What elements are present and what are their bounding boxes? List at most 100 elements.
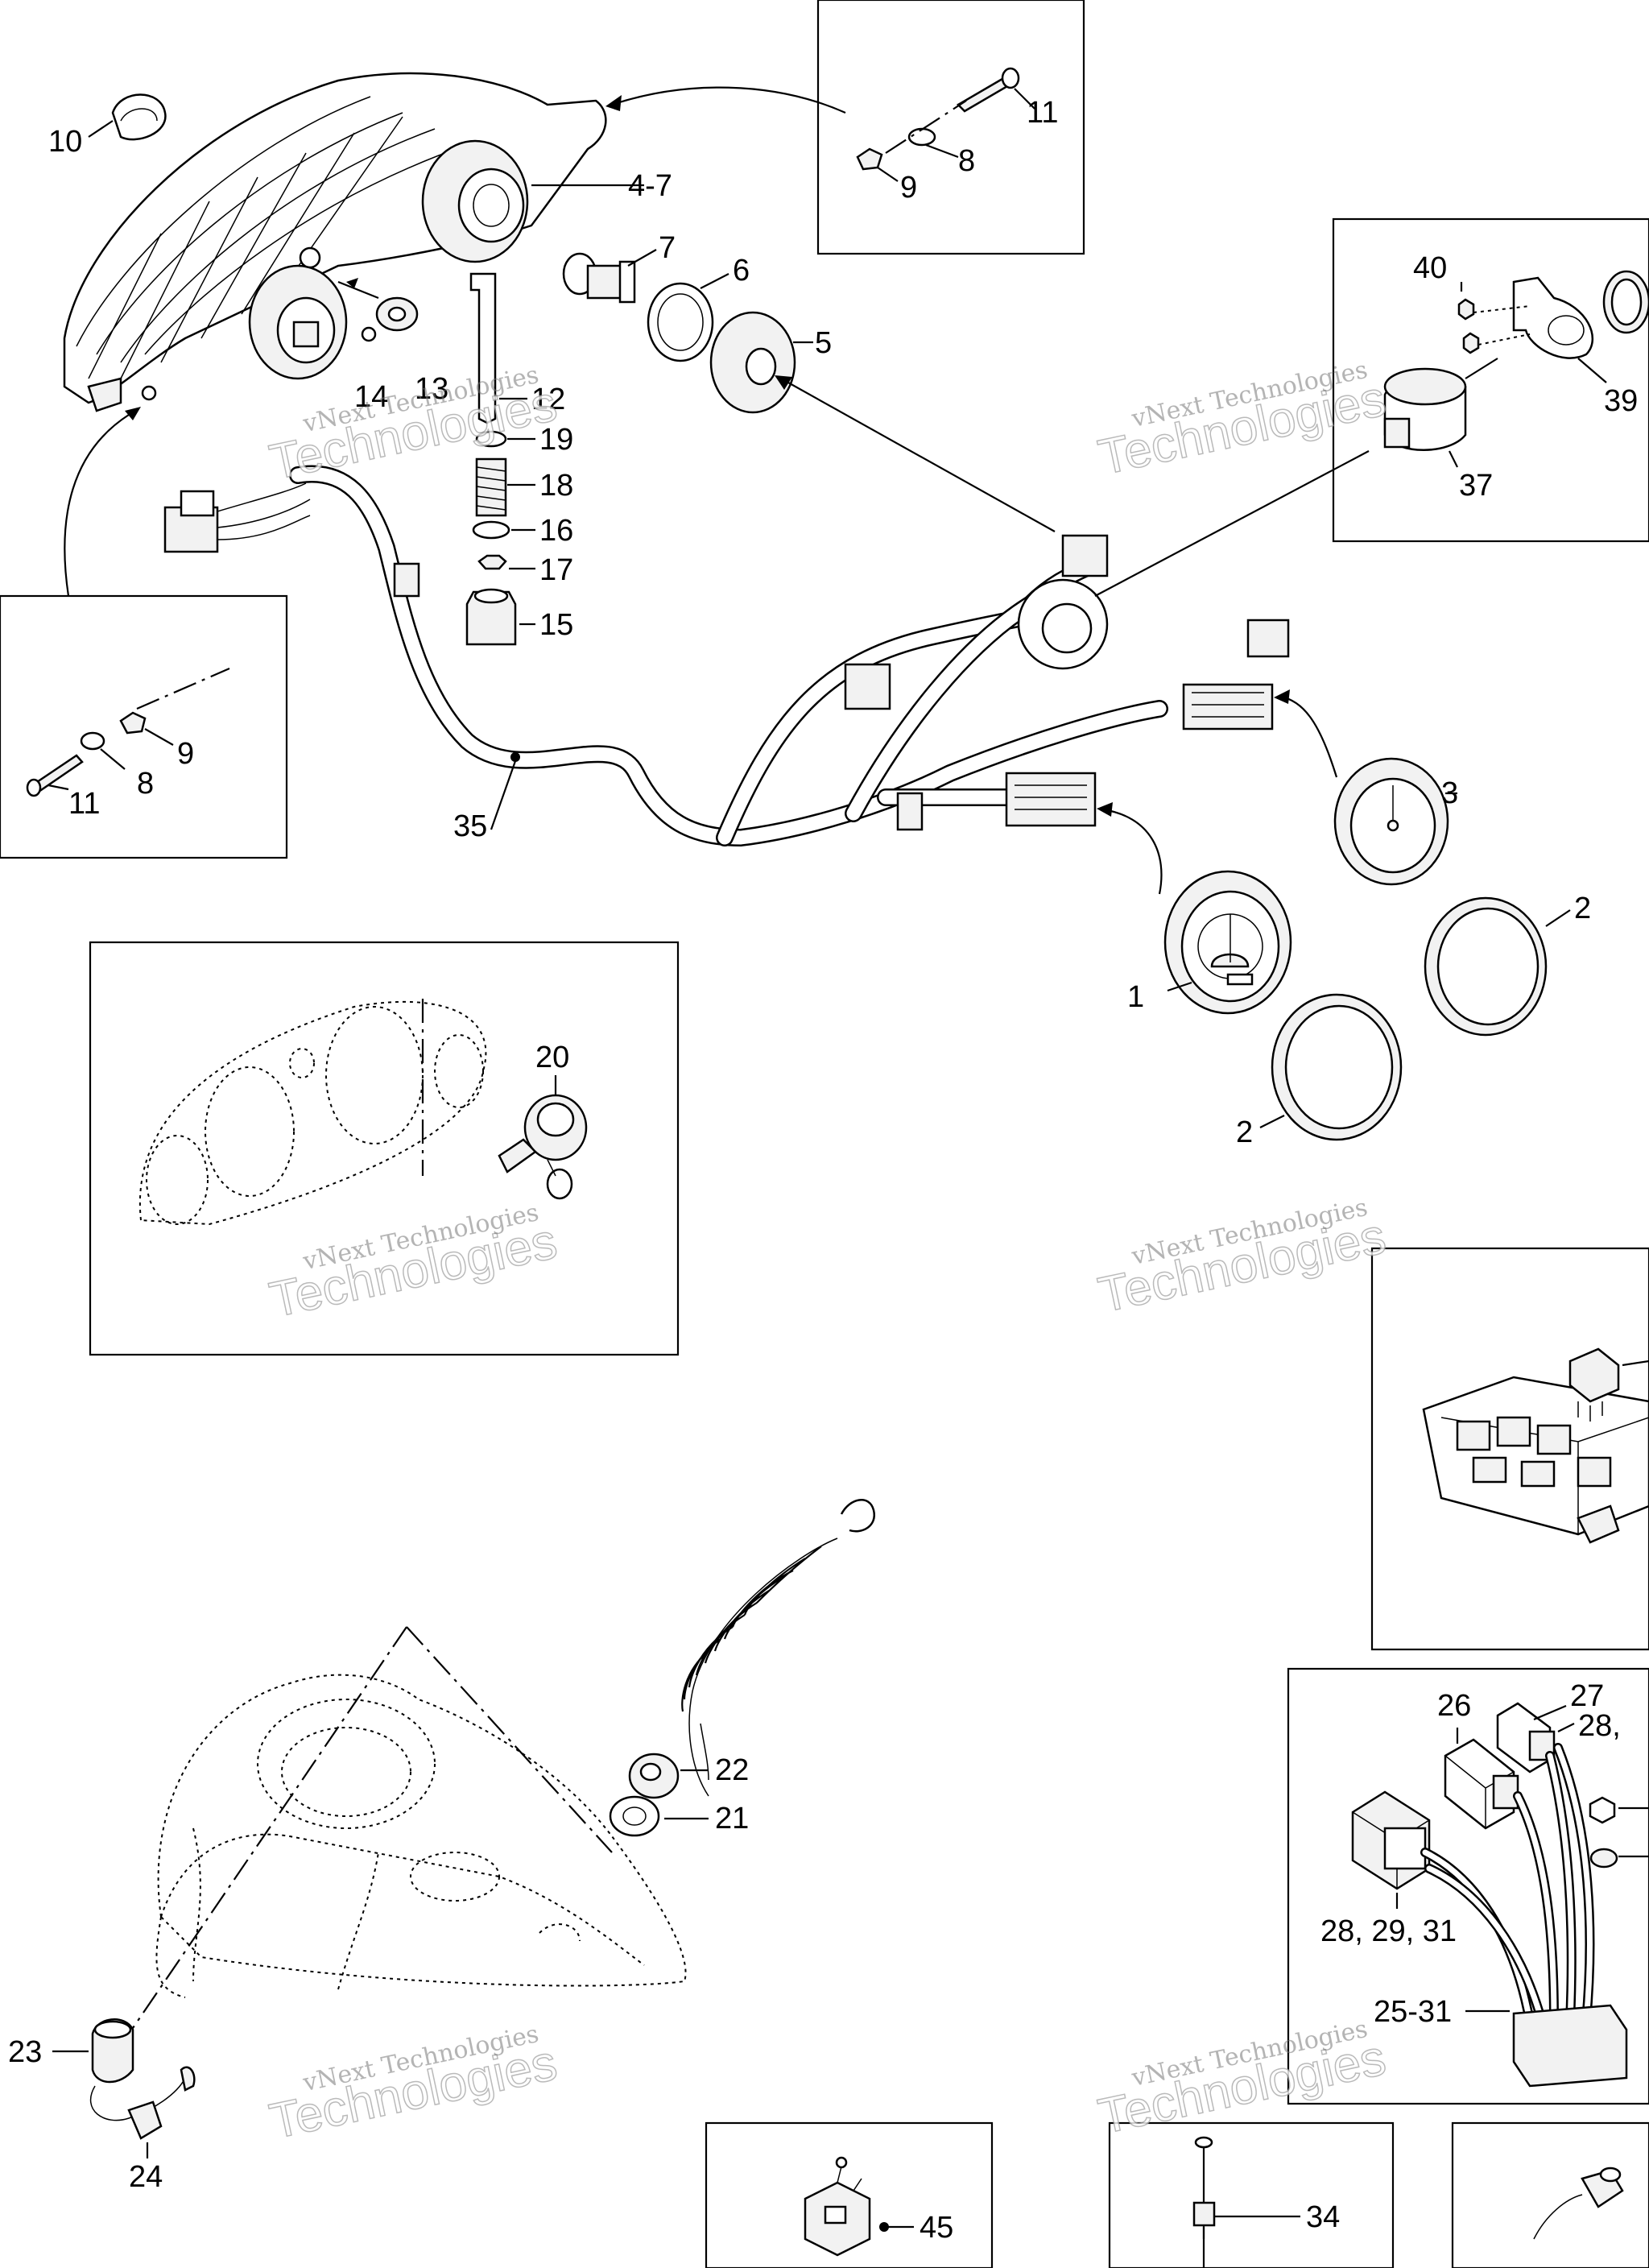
label-5: 5 [815,326,832,360]
label-10: 10 [48,125,82,159]
label-28-29-31: 28, 29, 31 [1320,1914,1457,1948]
label-9-left: 9 [177,737,194,771]
label-8-top: 8 [958,144,975,178]
label-22: 22 [715,1753,749,1787]
label-1: 1 [1127,980,1144,1014]
bezel-2-lower [1271,993,1403,1141]
washer-connector-inset [1589,1848,1618,1869]
label-40: 40 [1413,251,1447,285]
label-39: 39 [1604,384,1638,418]
knob-15 [465,588,517,646]
connector-housing-25-31 [1512,2004,1628,2088]
switch-23 [89,2018,196,2121]
inset-box-valve [705,2121,994,2268]
label-13: 13 [415,372,448,406]
watermark-2: Technologies vNext Technologies [1093,356,1391,486]
inset-box-fuse-box [1370,1247,1649,1651]
screw-11-top [956,67,1020,113]
screw-11-left [26,754,84,797]
watermark-3: Technologies vNext Technologies [264,1198,562,1329]
instrument-cluster-outline [138,999,487,1226]
watermark-5: Technologies vNext Technologies [264,2020,562,2150]
inset-box-relay [1332,217,1649,543]
gauge-connector-3 [1182,683,1274,730]
ignition-switch-20 [498,1094,588,1200]
washer-16 [472,520,510,540]
harness-small-connector [896,792,924,831]
bracket-39 [1512,276,1594,359]
label-21: 21 [715,1802,749,1836]
relay-37 [1383,367,1467,451]
gauge-3 [1333,757,1449,886]
harness-connector-right [1246,619,1290,658]
washer-8-top [907,127,936,147]
gauge-1 [1163,870,1292,1015]
harness-clip [393,562,420,598]
nut-14 [361,326,377,342]
label-45: 45 [920,2211,953,2245]
label-7: 7 [659,231,676,265]
retaining-ring-6 [647,282,714,362]
label-28-top: 28, [1578,1709,1621,1743]
inset-box-headlight-screws [816,0,1085,255]
washer-19 [475,430,507,448]
lanyard-clip-22 [628,1753,680,1799]
connector-24 [127,2100,163,2140]
label-8-left: 8 [137,767,154,801]
label-26: 26 [1437,1689,1471,1723]
clip-10 [111,93,167,141]
sensor-34 [1192,2136,1216,2268]
label-23: 23 [8,2035,42,2069]
watermark-6: Technologies vNext Technologies [1093,2015,1391,2146]
harness-connector-top [1061,534,1109,577]
label-9-top: 9 [900,171,917,205]
label-24: 24 [129,2160,163,2194]
label-4-7: 4-7 [628,169,672,203]
spring-18 [475,457,507,517]
label-19: 19 [539,423,573,457]
label-35: 35 [453,809,487,843]
valve-45 [804,2156,871,2257]
inset-box-ignition-switch [89,941,680,1356]
label-27: 27 [1570,1679,1604,1713]
label-37: 37 [1459,469,1493,503]
inset-box-bulb-socket [1451,2121,1649,2268]
inset-box-sensor [1108,2121,1395,2268]
fuse-box [1422,1376,1649,1544]
washer-8-left [80,731,105,751]
bulb-socket-4-7 [457,168,525,243]
bezel-2-upper [1424,896,1548,1037]
watermark-4: Technologies vNext Technologies [1093,1194,1391,1324]
label-2-lower: 2 [1236,1115,1253,1149]
wire-bundle [1420,1743,1595,2026]
label-16: 16 [539,514,573,548]
nut-40-lower [1462,332,1480,354]
nut-21 [609,1795,660,1837]
harness-connector-mid [844,663,891,710]
console-outline [155,1674,687,1998]
nut-9-left [119,711,147,735]
label-17: 17 [539,553,573,587]
nut-17 [477,554,507,570]
label-12: 12 [531,383,565,416]
nut-40-upper [1457,298,1475,321]
label-34: 34 [1306,2200,1340,2234]
label-18: 18 [539,469,573,503]
label-11-left: 11 [68,787,100,821]
bulb-7 [562,252,636,304]
inset-box-left-screws [0,594,288,859]
ring-39 [1602,270,1649,334]
nut-9-top [856,147,883,171]
harness-connector-left [163,482,311,553]
coiled-lanyard [681,1499,876,1797]
inset-box-connectors [1287,1667,1649,2105]
headlight-assembly [63,72,607,412]
label-14: 14 [354,380,388,414]
boot-5 [709,311,796,414]
label-25-31: 25-31 [1374,1995,1452,2029]
label-11-top: 11 [1027,96,1058,130]
relay-fuse-box [1568,1347,1620,1422]
connector-26 [1444,1738,1519,1830]
label-15: 15 [539,608,573,642]
